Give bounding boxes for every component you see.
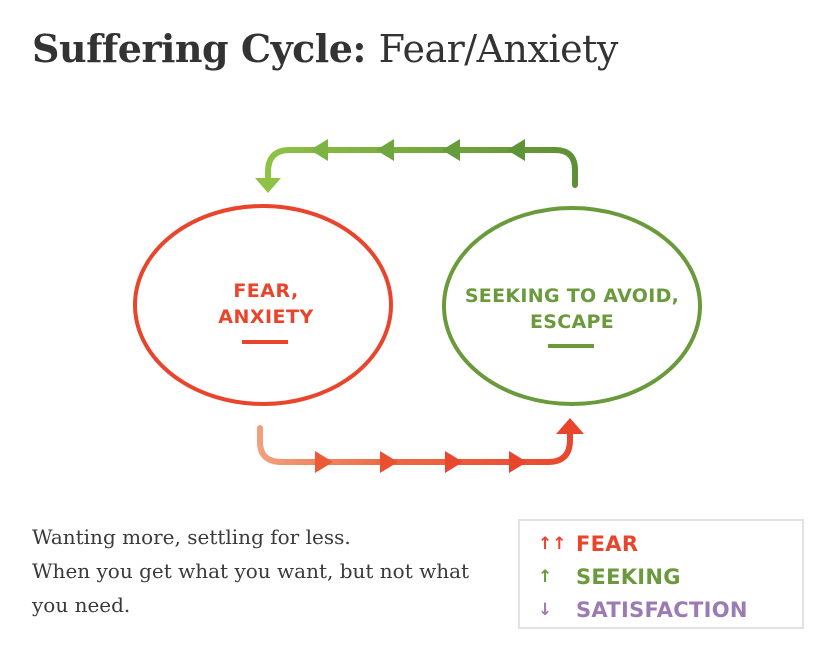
- top-arrowhead-down: [255, 178, 281, 193]
- description: Wanting more, settling for less. When yo…: [32, 520, 492, 622]
- top-chevron-1: [310, 139, 328, 161]
- bottom-chevron-1: [315, 451, 333, 473]
- cycle-diagram: FEAR, ANXIETY SEEKING TO AVOID, ESCAPE: [133, 139, 702, 473]
- description-line-1: Wanting more, settling for less.: [32, 525, 351, 549]
- top-chevron-4: [507, 139, 525, 161]
- legend-label-fear: FEAR: [576, 531, 639, 556]
- up-arrow-icon: ↑: [538, 566, 553, 587]
- top-chevron-3: [442, 139, 460, 161]
- legend-label-seeking: SEEKING: [576, 564, 681, 589]
- fear-node-label-line2: ANXIETY: [218, 306, 314, 328]
- seeking-node-underline: [548, 344, 594, 348]
- title-main: Suffering Cycle:: [32, 26, 366, 71]
- bottom-chevron-3: [445, 451, 463, 473]
- bottom-chevron-2: [380, 451, 398, 473]
- legend-item-satisfaction: ↓ SATISFACTION: [538, 593, 802, 626]
- bottom-chevron-4: [509, 451, 527, 473]
- fear-node-label-line1: FEAR,: [233, 280, 298, 302]
- double-up-arrow-icon: ↑↑: [538, 533, 567, 554]
- title-sub: Fear/Anxiety: [378, 27, 619, 71]
- fear-node-circle: [133, 204, 393, 406]
- description-line-2: When you get what you want, but not what…: [32, 559, 470, 617]
- seeking-node-label-line2: ESCAPE: [530, 311, 614, 333]
- down-arrow-icon: ↓: [538, 599, 553, 620]
- top-cycle-path: [265, 147, 578, 188]
- top-chevron-2: [376, 139, 394, 161]
- legend: ↑↑ FEAR ↑ SEEKING ↓ SATISFACTION: [518, 519, 804, 629]
- legend-label-satisfaction: SATISFACTION: [576, 597, 748, 622]
- legend-item-seeking: ↑ SEEKING: [538, 560, 802, 593]
- seeking-node-label-line1: SEEKING TO AVOID,: [465, 285, 679, 307]
- bottom-cycle-path: [257, 425, 573, 465]
- bottom-arrowhead-up: [556, 418, 584, 434]
- fear-node-underline: [242, 340, 288, 344]
- seeking-node-circle: [442, 206, 702, 406]
- legend-item-fear: ↑↑ FEAR: [538, 527, 802, 560]
- page-title: Suffering Cycle: Fear/Anxiety: [32, 26, 618, 71]
